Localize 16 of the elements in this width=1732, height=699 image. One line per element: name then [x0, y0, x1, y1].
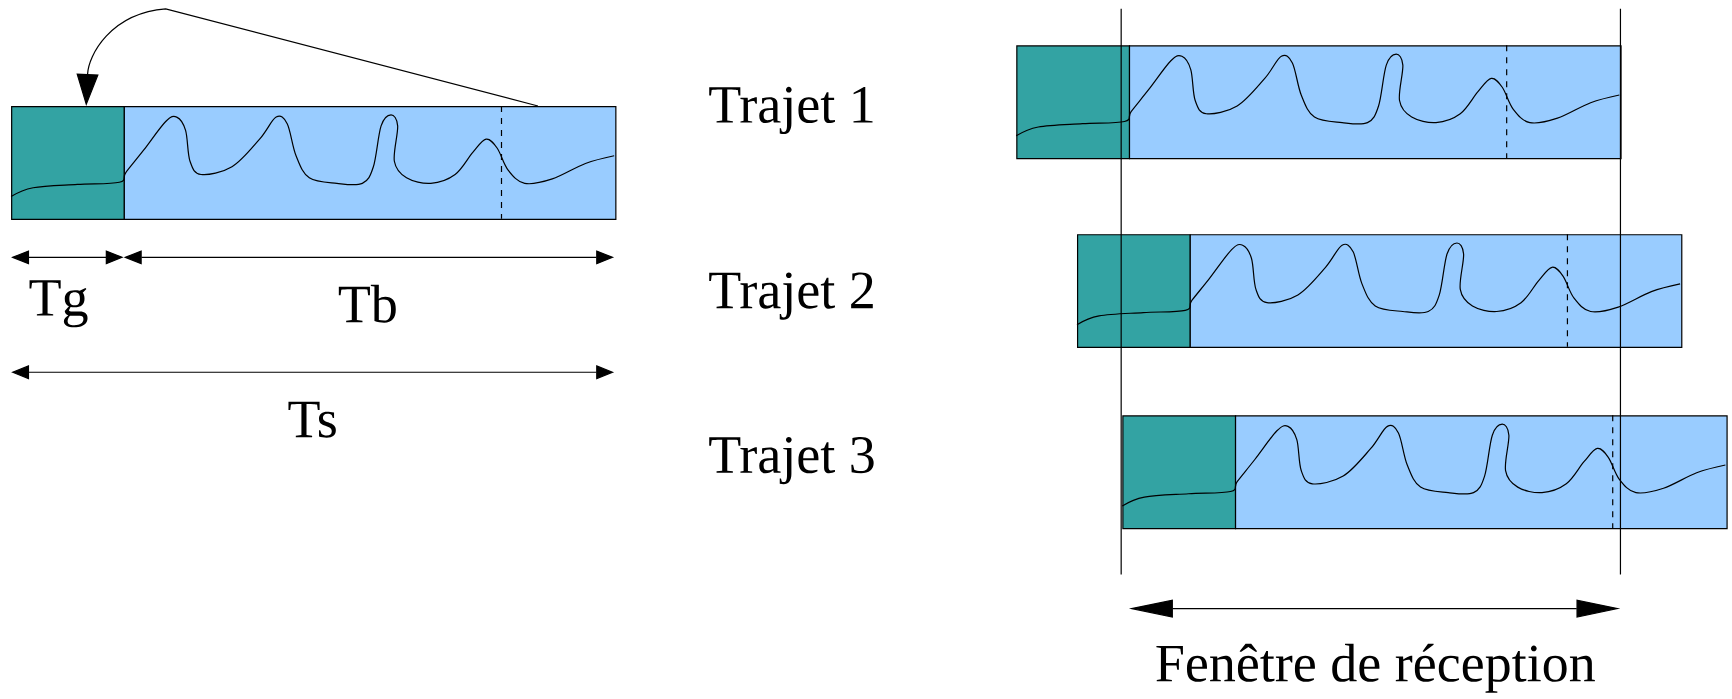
- symbol-box: [123, 105, 617, 220]
- label: Fenêtre de réception: [1156, 643, 1595, 693]
- symbol-box: [1234, 415, 1728, 530]
- arrow: [76, 8, 539, 107]
- label: Ts: [288, 401, 336, 438]
- symbol-box: [1189, 234, 1683, 348]
- guard-interval-box: [1077, 234, 1191, 348]
- guard-interval-box: [11, 105, 125, 220]
- label: Trajet 1: [709, 86, 873, 134]
- guard-interval-box: [1016, 45, 1131, 160]
- label: Trajet 3: [709, 436, 874, 485]
- label: Tg: [29, 280, 88, 328]
- label: Tb: [338, 284, 396, 323]
- symbol-box: [1128, 45, 1622, 160]
- label: Trajet 2: [709, 272, 873, 320]
- guard-interval-box: [1122, 415, 1237, 530]
